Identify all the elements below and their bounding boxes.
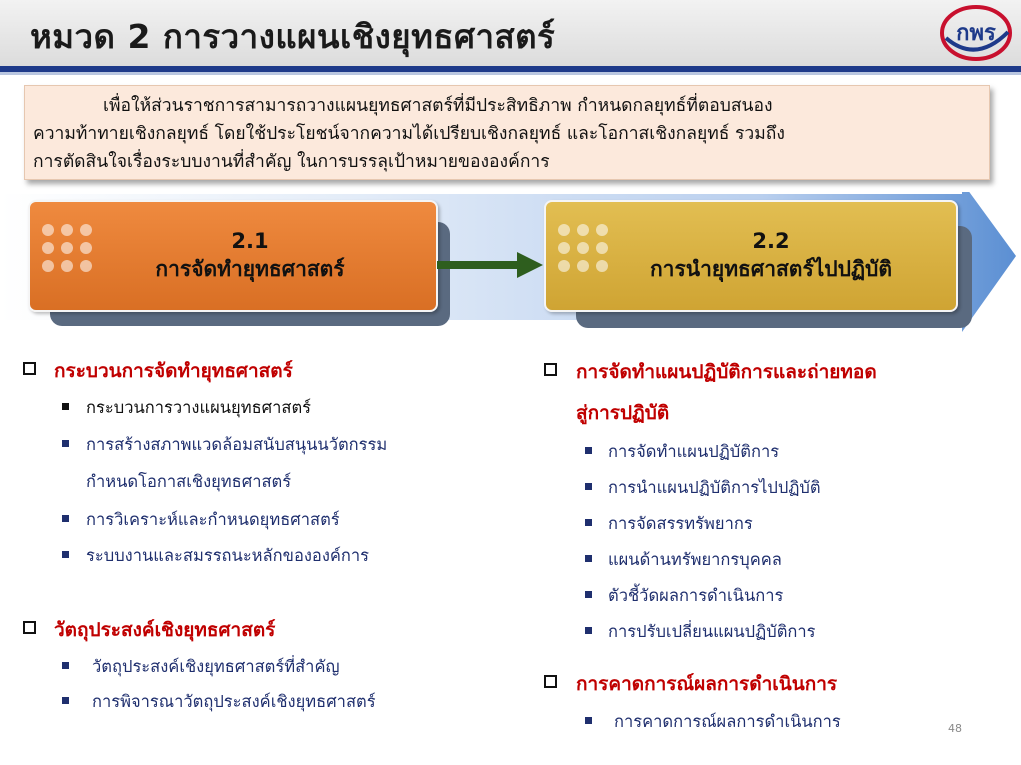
square-bullet-icon bbox=[585, 447, 592, 454]
left-section1-item-continued: กำหนดโอกาสเชิงยุทธศาสตร์ bbox=[86, 472, 292, 491]
left-section1-heading: กระบวนการจัดทำยุทธศาสตร์ bbox=[54, 360, 293, 382]
step1-number: 2.1 bbox=[231, 229, 269, 253]
opdc-logo: กพร bbox=[940, 5, 1012, 61]
square-bullet-icon bbox=[585, 717, 592, 724]
logo-text: กพร bbox=[956, 21, 996, 46]
square-bullet-icon bbox=[585, 483, 592, 490]
slide-header: หมวด 2 การวางแผนเชิงยุทธศาสตร์ กพร bbox=[0, 0, 1021, 66]
step1-title: การจัดทำยุทธศาสตร์ bbox=[155, 257, 345, 281]
square-bullet-icon bbox=[585, 519, 592, 526]
process-flow: 2.1 การจัดทำยุทธศาสตร์ 2.2 การนำยุทธศาสต… bbox=[0, 192, 1021, 342]
right-section2-heading: การคาดการณ์ผลการดำเนินการ bbox=[576, 673, 838, 695]
right-section1-heading-continued: สู่การปฏิบัติ bbox=[576, 402, 670, 424]
square-bullet-icon bbox=[62, 662, 69, 669]
checkbox-bullet-icon bbox=[544, 363, 557, 376]
square-bullet-icon bbox=[62, 515, 69, 522]
header-divider bbox=[0, 66, 1021, 72]
square-bullet-icon bbox=[585, 555, 592, 562]
square-bullet-icon bbox=[585, 627, 592, 634]
step1-card: 2.1 การจัดทำยุทธศาสตร์ bbox=[28, 200, 438, 312]
intro-line-2: ความท้าทายเชิงกลยุทธ์ โดยใช้ประโยชน์จากค… bbox=[33, 124, 785, 144]
step1-label: 2.1 การจัดทำยุทธศาสตร์ bbox=[100, 227, 400, 283]
page-number: 48 bbox=[948, 722, 962, 735]
slide-title: หมวด 2 การวางแผนเชิงยุทธศาสตร์ bbox=[30, 17, 556, 56]
left-section2-heading: วัตถุประสงค์เชิงยุทธศาสตร์ bbox=[54, 619, 276, 641]
intro-line-1: เพื่อให้ส่วนราชการสามารถวางแผนยุทธศาสตร์… bbox=[103, 96, 773, 116]
left-section1-item: การวิเคราะห์และกำหนดยุทธศาสตร์ bbox=[86, 510, 340, 529]
square-bullet-icon bbox=[585, 591, 592, 598]
header-divider-light bbox=[0, 72, 1021, 75]
right-section1-item: การนำแผนปฏิบัติการไปปฏิบัติ bbox=[608, 478, 821, 497]
step2-label: 2.2 การนำยุทธศาสตร์ไปปฏิบัติ bbox=[616, 227, 926, 283]
left-section1-item: กระบวนการวางแผนยุทธศาสตร์ bbox=[86, 398, 312, 417]
flow-connector-arrow bbox=[437, 252, 543, 278]
checkbox-bullet-icon bbox=[544, 675, 557, 688]
right-section1-item: การจัดทำแผนปฏิบัติการ bbox=[608, 442, 780, 461]
right-section1-item: แผนด้านทรัพยากรบุคคล bbox=[608, 550, 782, 569]
step1-dots-icon bbox=[42, 224, 92, 272]
square-bullet-icon bbox=[62, 403, 69, 410]
right-section1-heading: การจัดทำแผนปฏิบัติการและถ่ายทอด bbox=[576, 361, 877, 383]
right-section1-item: การปรับเปลี่ยนแผนปฏิบัติการ bbox=[608, 622, 816, 641]
left-section2-item: การพิจารณาวัตถุประสงค์เชิงยุทธศาสตร์ bbox=[92, 692, 376, 711]
step2-number: 2.2 bbox=[752, 229, 790, 253]
left-section1-item: การสร้างสภาพแวดล้อมสนับสนุนนวัตกรรม bbox=[86, 435, 388, 454]
square-bullet-icon bbox=[62, 551, 69, 558]
checkbox-bullet-icon bbox=[23, 362, 36, 375]
right-section2-item: การคาดการณ์ผลการดำเนินการ bbox=[614, 712, 841, 731]
checkbox-bullet-icon bbox=[23, 621, 36, 634]
step2-title: การนำยุทธศาสตร์ไปปฏิบัติ bbox=[649, 257, 893, 281]
step2-dots-icon bbox=[558, 224, 608, 272]
right-section1-item: ตัวชี้วัดผลการดำเนินการ bbox=[608, 586, 784, 605]
intro-box: เพื่อให้ส่วนราชการสามารถวางแผนยุทธศาสตร์… bbox=[24, 85, 990, 180]
left-section1-item: ระบบงานและสมรรถนะหลักขององค์การ bbox=[86, 546, 370, 565]
square-bullet-icon bbox=[62, 697, 69, 704]
intro-line-3: การตัดสินใจเรื่องระบบงานที่สำคัญ ในการบร… bbox=[33, 152, 550, 172]
right-section1-item: การจัดสรรทรัพยากร bbox=[608, 514, 753, 533]
square-bullet-icon bbox=[62, 440, 69, 447]
left-section2-item: วัตถุประสงค์เชิงยุทธศาสตร์ที่สำคัญ bbox=[92, 657, 340, 676]
step2-card: 2.2 การนำยุทธศาสตร์ไปปฏิบัติ bbox=[544, 200, 958, 312]
